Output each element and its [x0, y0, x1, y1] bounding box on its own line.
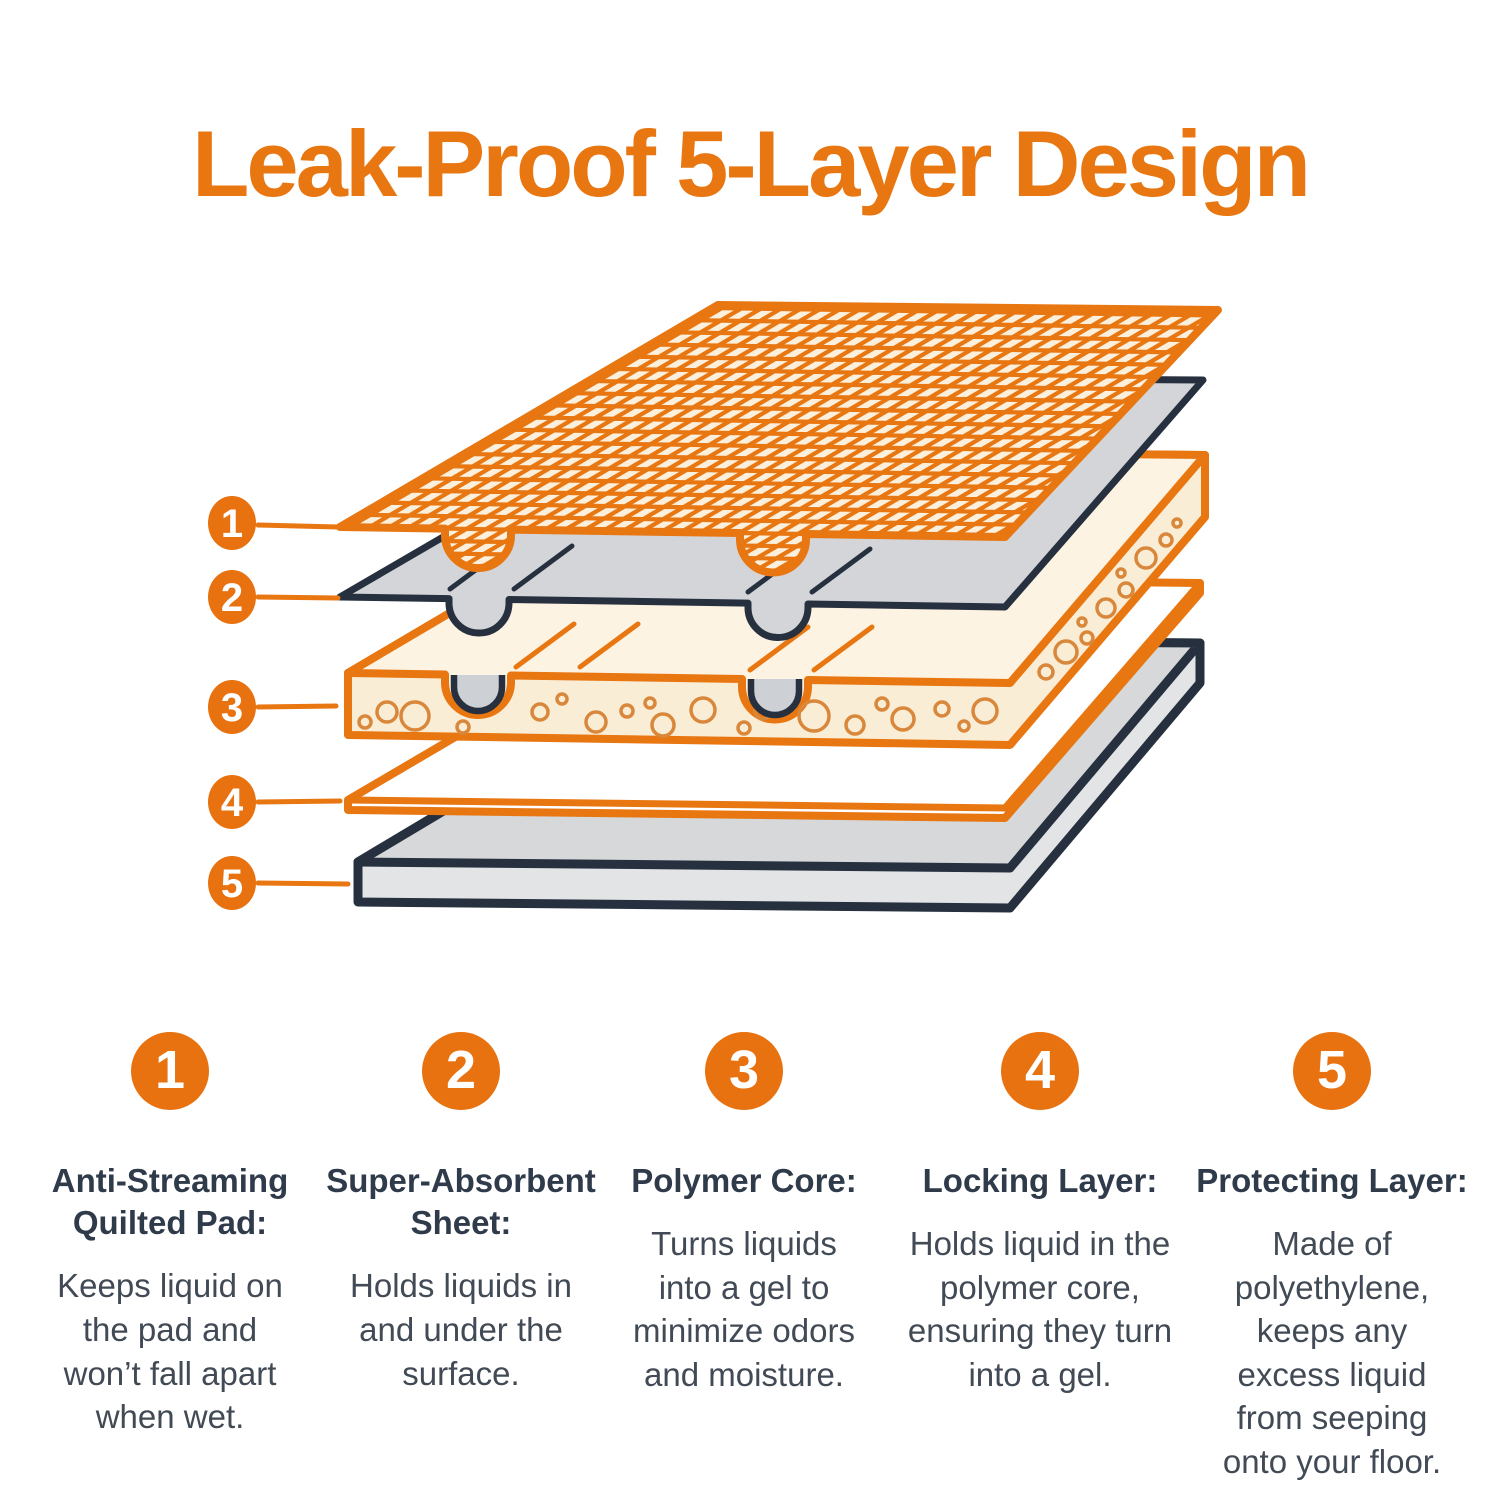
polymer-surface-strokes — [513, 621, 875, 673]
layer-column-3: 3 Polymer Core: Turns liquids into a gel… — [605, 1032, 883, 1396]
layer-heading-5: Protecting Layer: — [1196, 1162, 1468, 1199]
callout-badges: 1 2 3 4 5 — [208, 496, 256, 910]
layer-heading-4: Locking Layer: — [922, 1162, 1158, 1199]
callout-badge-1: 1 — [208, 496, 256, 550]
callout-lines — [255, 522, 351, 887]
layer-heading-3: Polymer Core: — [631, 1162, 857, 1199]
callout-number-3: 3 — [221, 686, 243, 730]
callout-badge-5: 5 — [208, 856, 256, 910]
layer-description-1: Keeps liquid on the pad and won’t fall a… — [57, 1267, 283, 1436]
layer-description-3: Turns liquids into a gel to minimize odo… — [633, 1225, 855, 1393]
callout-number-1: 1 — [221, 502, 243, 546]
callout-badge-2: 2 — [208, 570, 256, 624]
layer-column-2: 2 Super-Absorbent Sheet: Holds liquids i… — [322, 1032, 600, 1395]
layer-column-5: 5 Protecting Layer: Made of polyethylene… — [1182, 1032, 1482, 1484]
nested-gray-dimples — [450, 675, 803, 719]
callout-number-4: 4 — [221, 781, 244, 825]
layer-description-4: Holds liquid in the polymer core, ensuri… — [907, 1225, 1173, 1393]
number-badge-5: 5 — [1293, 1032, 1371, 1110]
layer1-quilted-pad-shape — [336, 301, 1222, 577]
layer-heading-1: Anti-Streaming Quilted Pad: — [51, 1162, 289, 1242]
number-badge-2: 2 — [422, 1032, 500, 1110]
number-badge-3: 3 — [705, 1032, 783, 1110]
layer-heading-2: Super-Absorbent Sheet: — [326, 1162, 596, 1242]
callout-badge-3: 3 — [208, 680, 256, 734]
number-badge-4: 4 — [1001, 1032, 1079, 1110]
layer-description-2: Holds liquids in and under the surface. — [350, 1267, 572, 1392]
polymer-bubbles — [357, 517, 1183, 738]
layer-column-4: 4 Locking Layer: Holds liquid in the pol… — [898, 1032, 1182, 1396]
callout-badge-4: 4 — [208, 775, 256, 829]
number-badge-1: 1 — [131, 1032, 209, 1110]
layer-column-1: 1 Anti-Streaming Quilted Pad: Keeps liqu… — [30, 1032, 310, 1439]
layer-description-5: Made of polyethylene, keeps any excess l… — [1222, 1225, 1442, 1480]
callout-number-2: 2 — [221, 576, 243, 620]
callout-number-5: 5 — [221, 862, 243, 906]
page-title: Leak-Proof 5-Layer Design — [191, 111, 1311, 216]
